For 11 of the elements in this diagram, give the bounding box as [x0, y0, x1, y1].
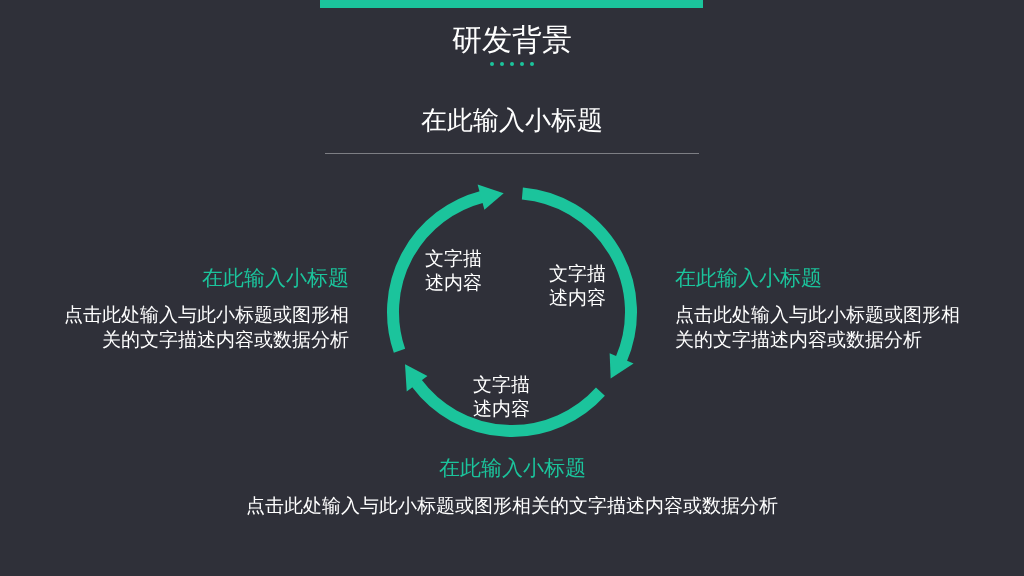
title: 研发背景	[452, 22, 572, 58]
section-heading: 在此输入小标题	[438, 455, 586, 481]
section-heading: 在此输入小标题	[675, 265, 822, 291]
subtitle: 在此输入小标题	[421, 104, 603, 136]
segment-text: 文字描述内容	[425, 247, 483, 295]
description-text: 点击此处输入与此小标题或图形相关的文字描述内容或数据分析	[63, 303, 349, 352]
segment-text: 文字描述内容	[473, 373, 531, 421]
segment-text: 文字描述内容	[549, 262, 607, 310]
section-heading: 在此输入小标题	[202, 265, 349, 291]
description-text: 点击此处输入与此小标题或图形相关的文字描述内容或数据分析	[246, 494, 778, 518]
description-text: 点击此处输入与此小标题或图形相关的文字描述内容或数据分析	[675, 303, 961, 352]
